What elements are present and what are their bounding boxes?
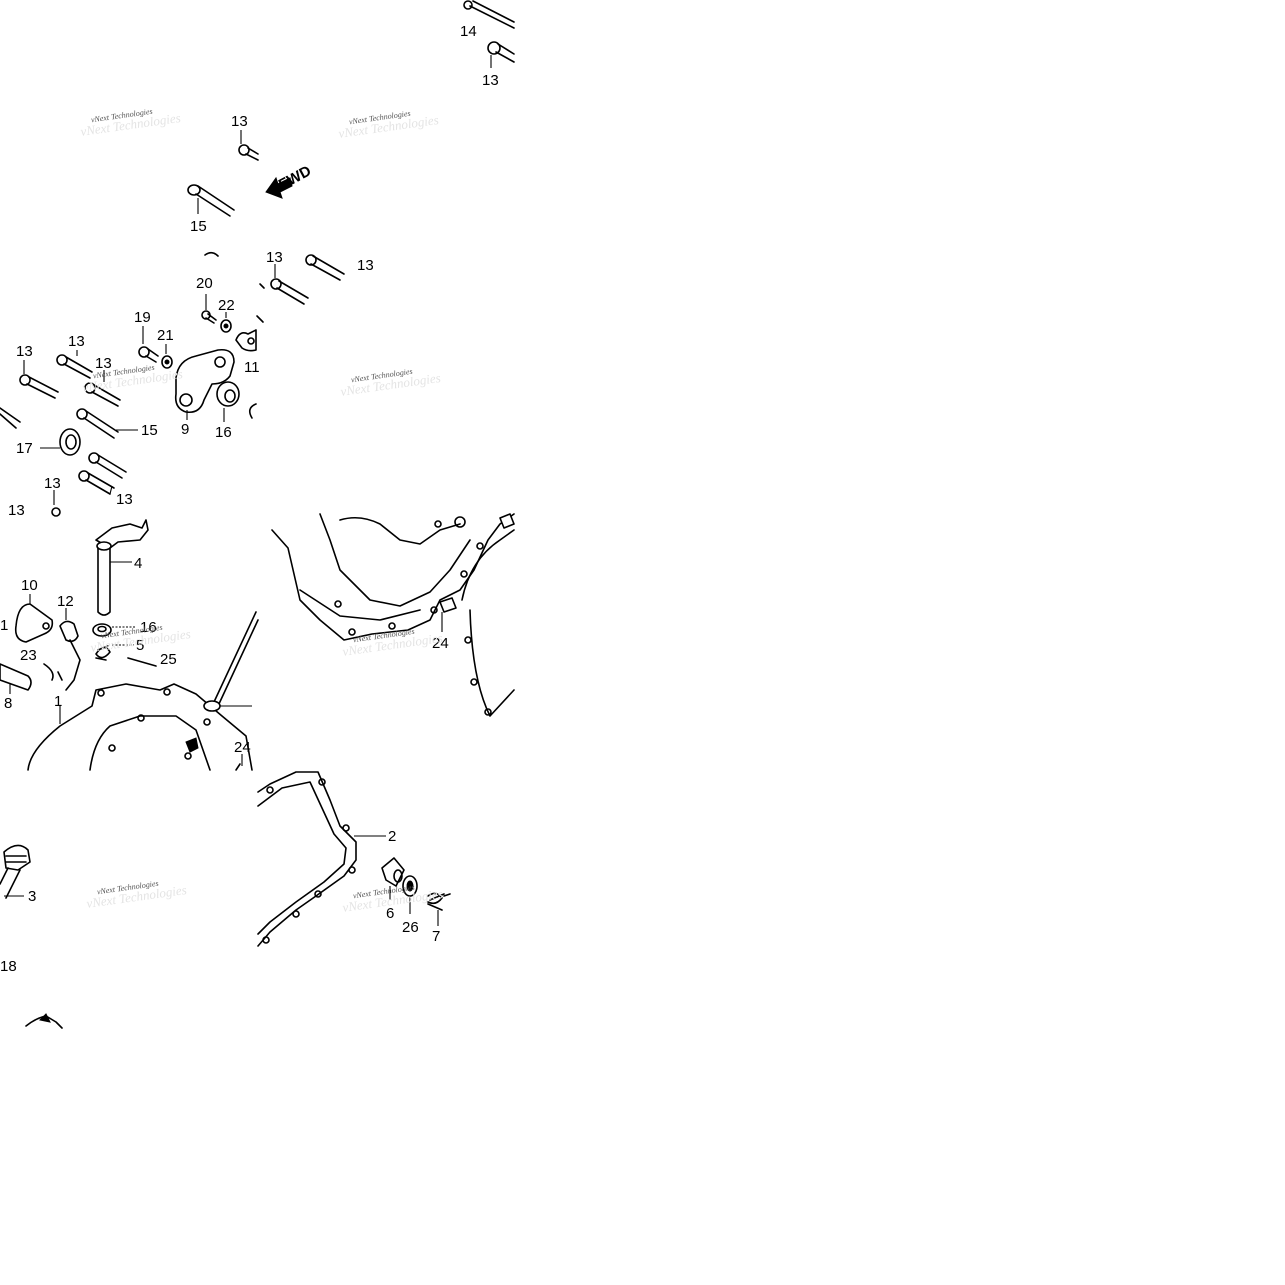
spring-5 xyxy=(95,644,134,661)
callout-20: 20 xyxy=(196,275,213,292)
callout-9: 9 xyxy=(181,421,189,438)
bolt-13-left-a xyxy=(19,360,59,399)
callout-1: 1 xyxy=(54,693,62,710)
dowel-24-lower xyxy=(235,754,243,771)
bolt-15-b xyxy=(76,408,138,439)
clip-23 xyxy=(43,663,63,681)
bolt-19 xyxy=(138,326,159,363)
callout-labels: 14 13 13 15 13 13 20 22 19 21 11 13 13 1… xyxy=(0,23,499,975)
washer-21 xyxy=(161,344,173,369)
partial-bolt-edge xyxy=(0,407,21,429)
bolt-13-upper-right xyxy=(305,254,345,281)
shift-shaft-4 xyxy=(95,519,149,616)
callout-8: 8 xyxy=(4,695,12,712)
spring-7 xyxy=(427,892,451,926)
dipstick-3-shaft xyxy=(203,611,259,712)
tile-middle-upper xyxy=(0,251,345,517)
callout-13: 13 xyxy=(231,113,248,130)
watermarks: vNext Technologies vNext Technologies vN… xyxy=(79,107,443,915)
callout-6: 6 xyxy=(386,905,394,922)
callout-18: 18 xyxy=(0,958,17,975)
callout-13: 13 xyxy=(8,502,25,519)
watermark: vNext Technologies vNext Technologies xyxy=(85,879,187,911)
partial-ring xyxy=(248,403,257,419)
bolt-13-lower-b xyxy=(78,470,115,495)
callout-7: 7 xyxy=(432,928,440,945)
bolt-15-a xyxy=(187,184,235,217)
callout-13: 13 xyxy=(266,249,283,266)
callout-19: 19 xyxy=(134,309,151,326)
fwd-arrow: FWD xyxy=(265,162,314,199)
case-1 xyxy=(27,683,253,771)
watermark: vNext Technologies vNext Technologies xyxy=(79,107,181,139)
callout-22: 22 xyxy=(218,297,235,314)
pin-25 xyxy=(127,657,157,667)
callout-15: 15 xyxy=(141,422,158,439)
ring-16-lower xyxy=(92,623,136,637)
callout-24: 24 xyxy=(234,739,251,756)
partial-part-edge-2 xyxy=(256,283,265,323)
bolt-13-mid xyxy=(270,264,309,305)
callout-14: 14 xyxy=(460,23,477,40)
callout-13: 13 xyxy=(482,72,499,89)
tile-dipstick xyxy=(0,844,31,899)
callout-23: 23 xyxy=(20,647,37,664)
callout-13: 13 xyxy=(116,491,133,508)
callout-4: 4 xyxy=(134,555,142,572)
callout-26: 26 xyxy=(402,919,419,936)
callout-10: 10 xyxy=(21,577,38,594)
callout-12: 12 xyxy=(57,593,74,610)
callout-24: 24 xyxy=(432,635,449,652)
callout-13: 13 xyxy=(16,343,33,360)
pin-8 xyxy=(0,663,32,694)
washer-26 xyxy=(402,875,418,914)
partial-part-edge xyxy=(204,251,219,257)
watermark: vNext Technologies vNext Technologies xyxy=(337,109,439,141)
tile-case-right xyxy=(271,513,515,717)
callout-3: 3 xyxy=(28,888,36,905)
callout-21: 21 xyxy=(157,327,174,344)
callout-5: 5 xyxy=(136,637,144,654)
callout-13: 13 xyxy=(44,475,61,492)
bolt-20 xyxy=(201,294,217,324)
watermark: vNext Technologies vNext Technologies xyxy=(339,367,441,399)
fwd-label: FWD xyxy=(276,162,314,193)
callout-16: 16 xyxy=(215,424,232,441)
bolt-13-left-c xyxy=(84,370,121,407)
part-12 xyxy=(59,608,81,691)
dipstick-3 xyxy=(0,844,31,899)
part-11 xyxy=(235,329,257,352)
callout-11: 11 xyxy=(244,359,260,376)
bushing-16-upper xyxy=(216,381,240,422)
cap-6 xyxy=(381,857,405,900)
bolt-13-lower-a xyxy=(88,452,127,479)
seal-17 xyxy=(40,428,81,456)
tile-upper: FWD xyxy=(187,130,314,217)
callout-11-partial: 1 xyxy=(0,617,8,634)
bolt-13-left-b xyxy=(56,350,93,379)
callout-15: 15 xyxy=(190,218,207,235)
washer-22 xyxy=(220,312,232,333)
bolt-14 xyxy=(463,0,515,29)
tile-middle-lower xyxy=(0,519,259,771)
tile-bottom xyxy=(25,1013,63,1029)
lever-10 xyxy=(14,594,54,643)
callout-16: 16 xyxy=(140,619,157,636)
callout-13: 13 xyxy=(357,257,374,274)
bracket-9 xyxy=(174,348,235,420)
callout-13: 13 xyxy=(68,333,85,350)
callout-25: 25 xyxy=(160,651,177,668)
dowel-top xyxy=(499,513,515,529)
tile-gasket xyxy=(257,771,451,947)
bolt-13-top xyxy=(487,41,515,68)
dowel-24-upper xyxy=(439,597,457,632)
callout-2: 2 xyxy=(388,828,396,845)
bolt-13-lower-c xyxy=(51,490,61,517)
callout-13: 13 xyxy=(95,355,112,372)
bolt-13-a xyxy=(238,130,259,161)
callout-17: 17 xyxy=(16,440,33,457)
tile-top xyxy=(463,0,515,68)
